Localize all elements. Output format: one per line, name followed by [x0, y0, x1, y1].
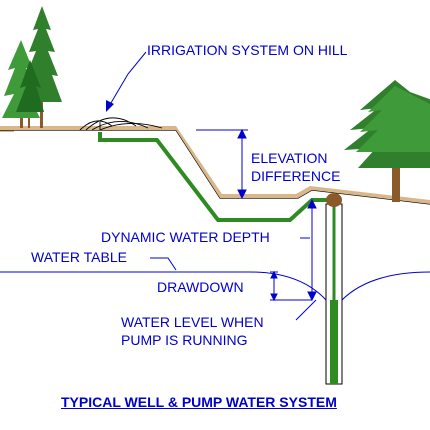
- drawdown-arrow: [270, 270, 312, 302]
- water-level-leader: [295, 299, 317, 321]
- well: [325, 193, 343, 385]
- dynamic-depth-arrow: [307, 198, 317, 302]
- leader-lines: [107, 51, 317, 321]
- diagram-title: TYPICAL WELL & PUMP WATER SYSTEM: [61, 394, 337, 410]
- irrigation-leader: [107, 51, 147, 109]
- label-water-table: WATER TABLE: [30, 249, 128, 265]
- pine-tree-1: [2, 40, 40, 118]
- pine-tree-3: [16, 60, 44, 112]
- water-table-line: [0, 271, 430, 301]
- right-tree-crown-highlight: [356, 86, 430, 152]
- sprinkler-spray: [79, 117, 163, 131]
- pump-head: [326, 193, 342, 207]
- label-water-level-line2: PUMP IS RUNNING: [120, 332, 249, 348]
- label-elevation-line1: ELEVATION: [250, 150, 329, 166]
- well-pipe: [330, 300, 338, 384]
- elevation-arrow: [196, 128, 248, 200]
- label-dynamic-depth: DYNAMIC WATER DEPTH: [100, 229, 271, 245]
- label-drawdown: DRAWDOWN: [156, 279, 245, 295]
- irrigation-arrowhead: [106, 100, 114, 112]
- label-irrigation: IRRIGATION SYSTEM ON HILL: [146, 42, 349, 58]
- right-tree: [344, 80, 430, 202]
- label-elevation-line2: DIFFERENCE: [250, 168, 342, 184]
- left-pine-trees: [2, 6, 62, 128]
- water-table-leader: [150, 257, 177, 271]
- label-water-level-line1: WATER LEVEL WHEN: [120, 314, 265, 330]
- hill-surface-fill: [0, 126, 430, 204]
